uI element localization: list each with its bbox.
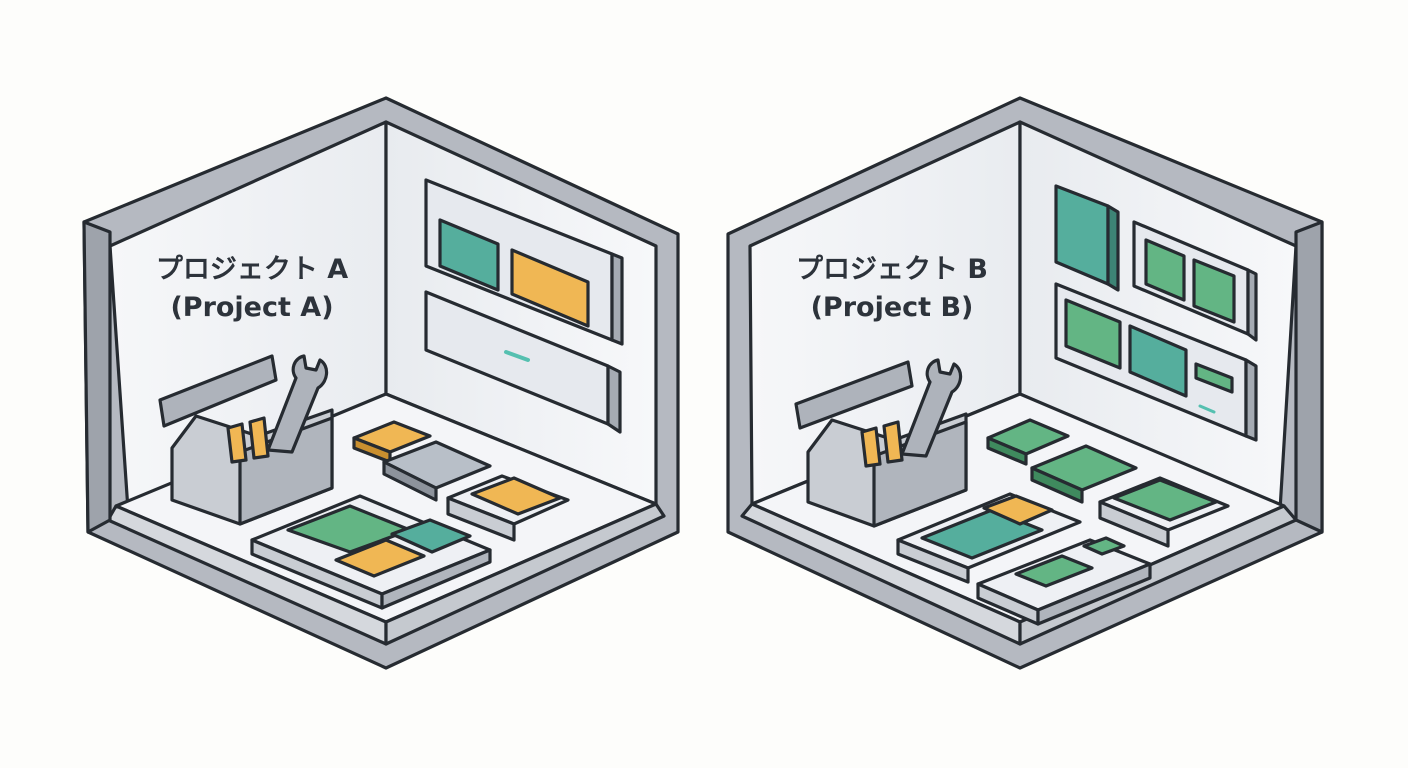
room-project-a: プロジェクト A (Project A) <box>82 96 680 670</box>
room-label-line2: (Project B) <box>811 292 974 323</box>
floor-module-icon <box>250 420 570 610</box>
wall-panel-icon <box>1054 184 1258 442</box>
room-label-line2: (Project A) <box>170 292 333 323</box>
corner-post <box>82 220 112 534</box>
room-label-line1: プロジェクト A <box>156 254 348 285</box>
toolbox-icon <box>158 354 334 526</box>
room-project-b: プロジェクト B (Project B) <box>726 96 1324 670</box>
room-label-line1: プロジェクト B <box>796 254 988 285</box>
corner-post <box>1294 220 1324 534</box>
floor-module-icon <box>896 418 1230 626</box>
wrench-icon <box>266 354 329 454</box>
floor-lip-right <box>384 502 666 646</box>
wrench-icon <box>900 358 963 458</box>
toolbox-icon <box>794 358 968 528</box>
wall-panel-icon <box>424 178 624 434</box>
